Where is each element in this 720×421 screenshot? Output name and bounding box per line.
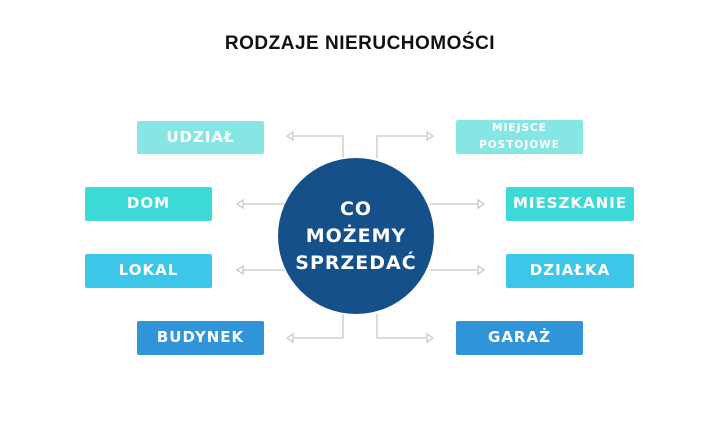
node-mieszkanie: MIESZKANIE xyxy=(506,187,634,221)
arrow-right-icon xyxy=(477,198,486,210)
center-line-1: CO xyxy=(339,197,373,220)
arrow-left-icon xyxy=(235,198,244,210)
node-miejsce-postojowe: MIEJSCE POSTOJOWE xyxy=(456,120,583,154)
arrow-left-icon xyxy=(235,264,244,276)
node-dom: DOM xyxy=(85,187,212,221)
node-lokal: LOKAL xyxy=(85,254,212,288)
arrow-right-icon xyxy=(477,264,486,276)
center-node: CO MOŻEMY SPRZEDAĆ xyxy=(278,158,434,314)
node-budynek: BUDYNEK xyxy=(137,321,264,355)
node-garaz: GARAŻ xyxy=(456,321,583,355)
arrow-right-icon xyxy=(426,332,435,344)
node-dzialka: DZIAŁKA xyxy=(506,254,634,288)
arrow-right-icon xyxy=(426,130,435,142)
arrow-left-icon xyxy=(285,332,294,344)
center-line-2: MOŻEMY xyxy=(305,224,407,247)
arrow-left-icon xyxy=(285,130,294,142)
center-line-3: SPRZEDAĆ xyxy=(295,251,417,274)
node-udzial: UDZIAŁ xyxy=(137,121,264,154)
diagram-title: RODZAJE NIERUCHOMOŚCI xyxy=(224,33,496,54)
